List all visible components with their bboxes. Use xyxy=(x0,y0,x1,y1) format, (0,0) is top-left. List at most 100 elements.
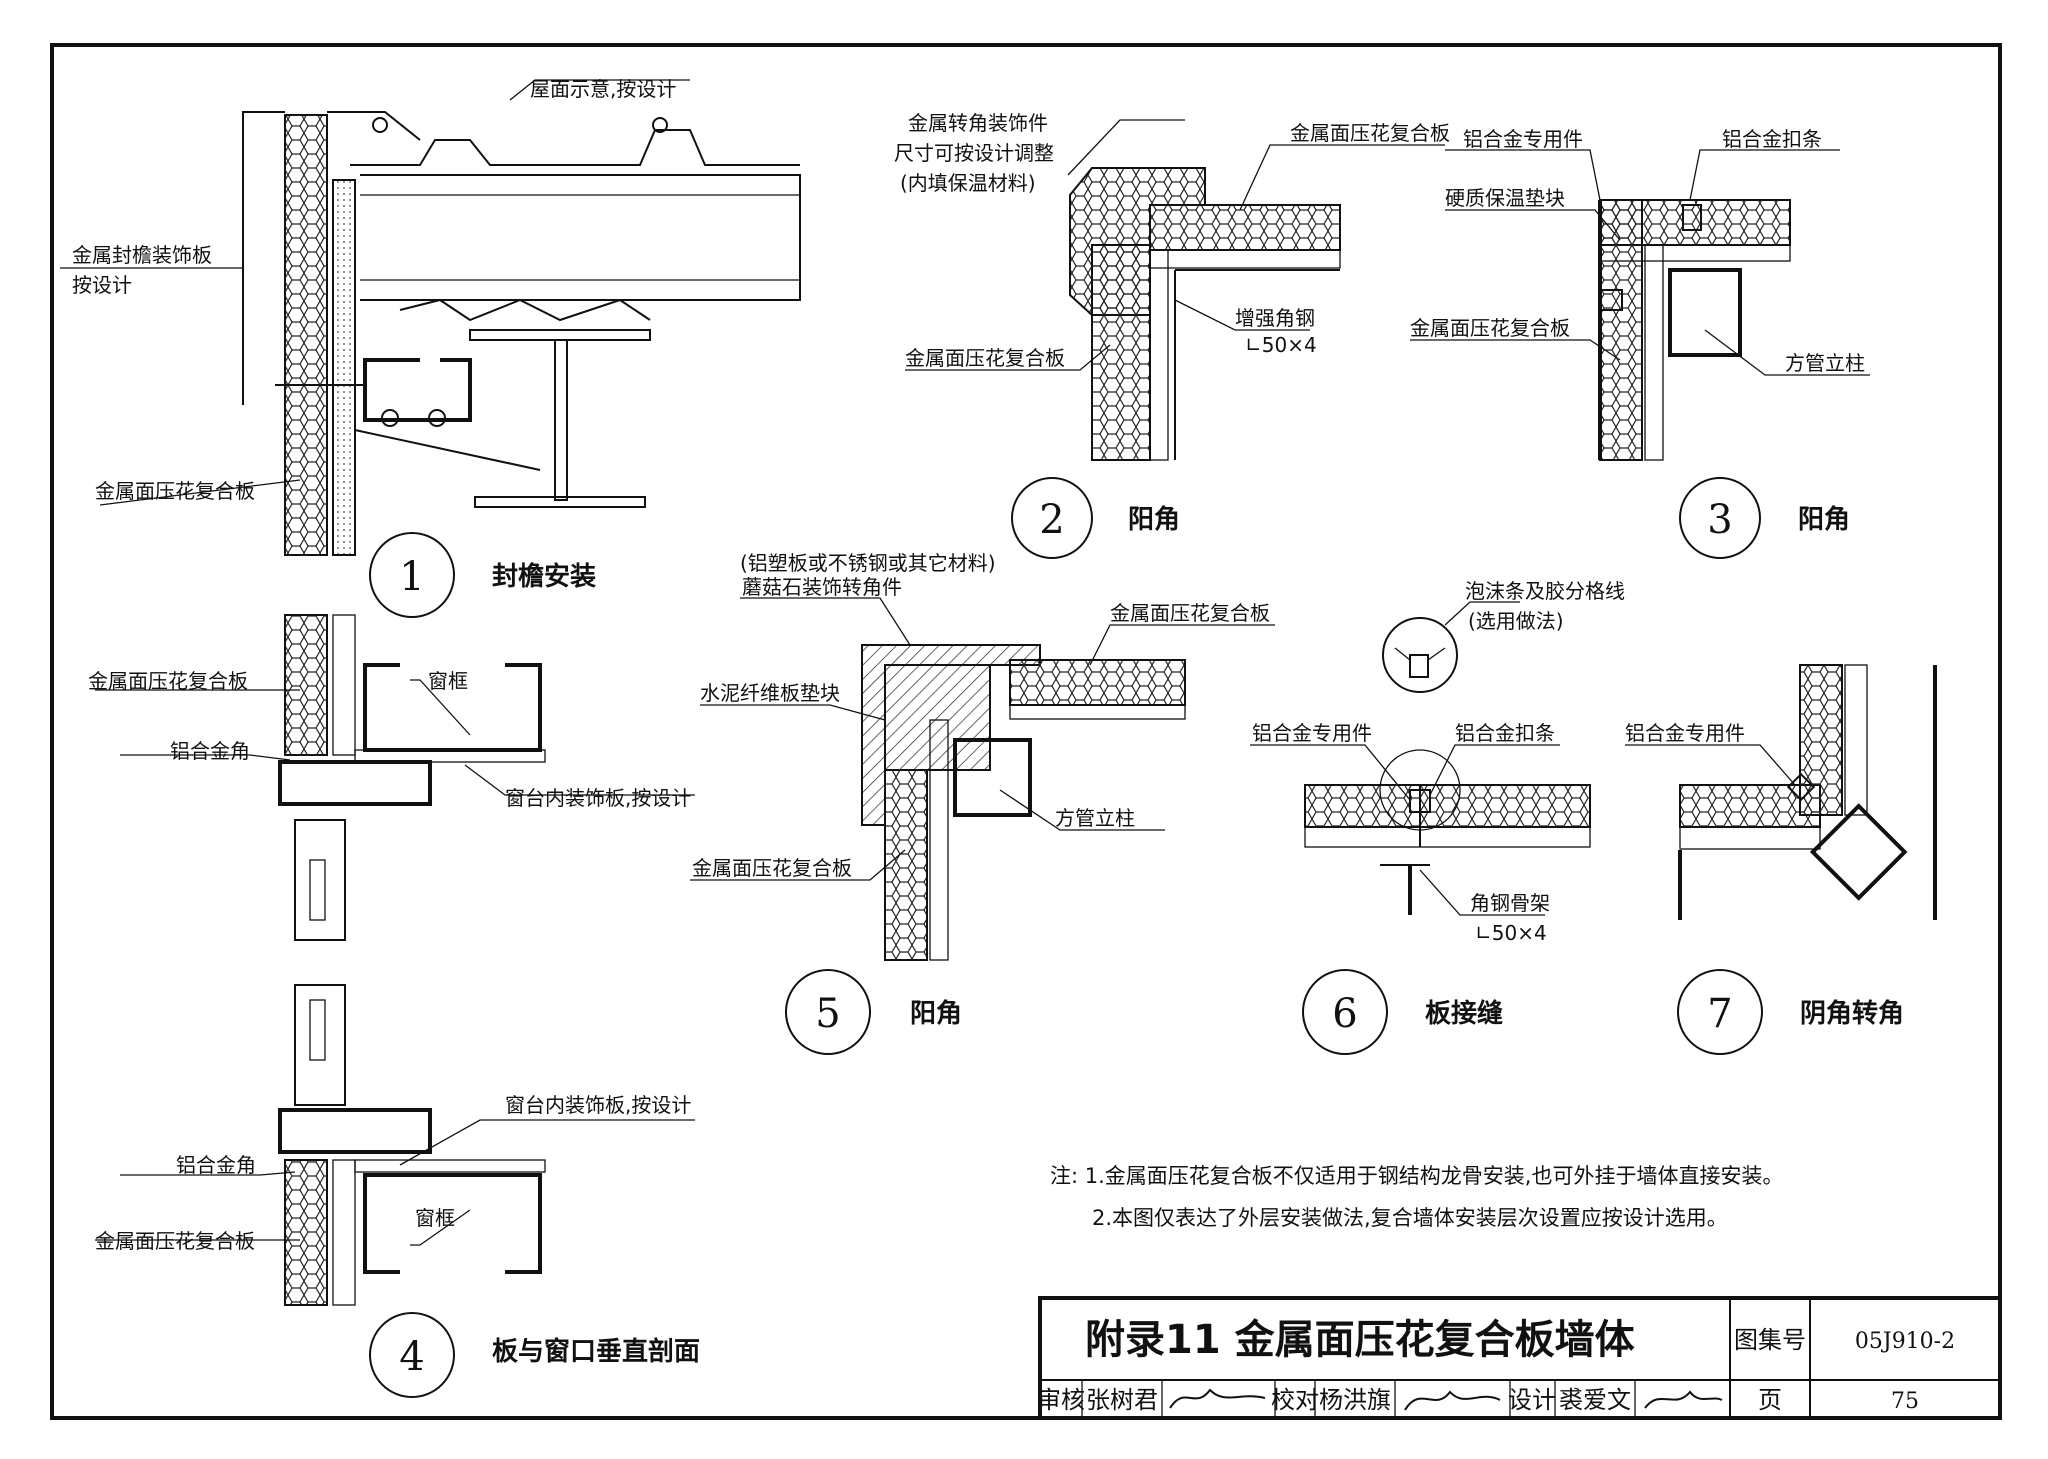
d4u-label-panel: 金属面压花复合板 xyxy=(88,669,248,693)
d1-fascia xyxy=(242,111,285,405)
title-design-label: 设计 xyxy=(1508,1386,1556,1414)
d4-label-frame: 窗框 xyxy=(415,1206,455,1230)
d7-number-circle xyxy=(1677,969,1763,1055)
d3-label-alu-strip: 铝合金扣条 xyxy=(1722,127,1822,151)
d7-square-post xyxy=(1809,803,1908,901)
d7-horizontal-panel xyxy=(1679,784,1821,828)
d2-label-angle: 增强角钢 xyxy=(1235,306,1315,330)
d2-number-circle xyxy=(1011,477,1093,559)
d5-label-material: (铝塑板或不锈钢或其它材料) xyxy=(740,551,996,575)
d5-number: 5 xyxy=(815,991,840,1037)
detail-4-lower: 窗台内装饰板,按设计 铝合金角 金属面压花复合板 窗框 4 板与窗口垂直剖面 xyxy=(95,984,700,1398)
d1-inner-panel xyxy=(332,179,356,556)
d1-label-roof: 屋面示意,按设计 xyxy=(530,77,676,101)
reviewer-signature xyxy=(1169,1388,1266,1409)
title-atlas-label: 图集号 xyxy=(1734,1326,1806,1354)
d4-caption: 板与窗口垂直剖面 xyxy=(492,1336,700,1367)
title-main: 附录11 金属面压花复合板墙体 xyxy=(1085,1317,1635,1363)
d7-vertical-panel xyxy=(1799,664,1843,816)
d6-panels xyxy=(1304,784,1591,828)
d1-column xyxy=(554,339,568,501)
d1-label-fascia-2: 按设计 xyxy=(72,273,132,297)
d2-label-corner-2: 尺寸可按设计调整 xyxy=(894,141,1054,165)
d5-top-panel xyxy=(1009,659,1186,706)
d3-number-circle xyxy=(1679,477,1761,559)
detail-5: (铝塑板或不锈钢或其它材料) 蘑菇石装饰转角件 金属面压花复合板 水泥纤维板垫块… xyxy=(690,551,1275,1055)
d6-label-alu-strip: 铝合金扣条 xyxy=(1455,721,1555,745)
d6-label-foam-2: (选用做法) xyxy=(1468,609,1564,633)
d2-label-corner-1: 金属转角装饰件 xyxy=(908,111,1048,135)
d4-label-panel: 金属面压花复合板 xyxy=(95,1229,255,1253)
d2-number: 2 xyxy=(1039,497,1064,543)
title-reviewer: 张树君 xyxy=(1086,1386,1158,1414)
d5-label-panel-left: 金属面压花复合板 xyxy=(692,856,852,880)
detail-4-upper: 金属面压花复合板 窗框 铝合金角 窗台内装饰板,按设计 xyxy=(88,614,695,941)
d1-number: 1 xyxy=(399,554,424,600)
d4-number: 4 xyxy=(399,1334,424,1380)
d2-label-corner-3: (内填保温材料) xyxy=(900,171,1036,195)
d3-caption: 阳角 xyxy=(1798,504,1850,535)
d6-caption: 板接缝 xyxy=(1425,998,1503,1029)
title-atlas-no: 05J910-2 xyxy=(1855,1329,1955,1354)
title-page-no: 75 xyxy=(1891,1389,1919,1414)
d1-purlin xyxy=(363,358,472,422)
d3-left-panel xyxy=(1599,199,1643,461)
d1-roof-deck xyxy=(350,129,800,166)
d2-caption: 阳角 xyxy=(1128,504,1180,535)
d1-beam xyxy=(360,174,801,301)
d5-label-post: 方管立柱 xyxy=(1055,806,1135,830)
d5-label-mushroom: 蘑菇石装饰转角件 xyxy=(742,575,902,599)
d6-label-alu-part: 铝合金专用件 xyxy=(1252,721,1372,745)
title-check-label: 校对 xyxy=(1271,1386,1319,1414)
d4-label-sill: 窗台内装饰板,按设计 xyxy=(505,1093,691,1117)
detail-7: 铝合金专用件 7 阴角转角 xyxy=(1625,664,1937,1055)
checker-signature xyxy=(1404,1390,1501,1411)
d4l-window-frame xyxy=(363,1173,542,1274)
d5-caption: 阳角 xyxy=(910,998,962,1029)
detail-3: 铝合金专用件 铝合金扣条 硬质保温垫块 金属面压花复合板 方管立柱 3 阳角 xyxy=(1410,127,1870,559)
d3-label-pad: 硬质保温垫块 xyxy=(1445,186,1565,210)
d5-label-cement: 水泥纤维板垫块 xyxy=(700,681,840,705)
d4-label-alu-angle: 铝合金角 xyxy=(176,1153,256,1177)
d5-label-panel-top: 金属面压花复合板 xyxy=(1110,601,1270,625)
d7-number: 7 xyxy=(1707,991,1732,1037)
d7-label-alu-part: 铝合金专用件 xyxy=(1625,721,1745,745)
d6-label-foam-1: 泡沫条及胶分格线 xyxy=(1465,579,1625,603)
detail-6: 泡沫条及胶分格线 (选用做法) 铝合金专用件 铝合金扣条 角钢骨架 ∟50×4 … xyxy=(1250,579,1625,1055)
d5-number-circle xyxy=(785,969,871,1055)
sheet-border xyxy=(50,43,2002,1420)
d2-label-panel-left: 金属面压花复合板 xyxy=(905,346,1065,370)
d7-caption: 阴角转角 xyxy=(1800,998,1904,1029)
d5-square-post xyxy=(953,738,1032,817)
d2-label-angle-size: ∟50×4 xyxy=(1245,333,1317,357)
title-review-label: 审核 xyxy=(1037,1386,1085,1414)
d6-magnifier xyxy=(1382,617,1458,693)
title-page-label: 页 xyxy=(1758,1386,1782,1414)
d2-label-panel-top: 金属面压花复合板 xyxy=(1290,121,1450,145)
d5-cement-block xyxy=(884,664,991,771)
d6-number: 6 xyxy=(1332,991,1357,1037)
detail-2: 金属转角装饰件 尺寸可按设计调整 (内填保温材料) 金属面压花复合板 增强角钢 … xyxy=(894,111,1450,559)
d4u-label-frame: 窗框 xyxy=(428,669,468,693)
d1-caption: 封檐安装 xyxy=(492,561,596,592)
d1-label-fascia-1: 金属封檐装饰板 xyxy=(72,243,212,267)
d1-number-circle xyxy=(369,532,455,618)
d3-label-post: 方管立柱 xyxy=(1785,351,1865,375)
d5-left-panel xyxy=(884,769,928,961)
note-1: 注: 1.金属面压花复合板不仅适用于钢结构龙骨安装,也可外挂于墙体直接安装。 xyxy=(1050,1164,1783,1188)
designer-signature xyxy=(1644,1390,1723,1409)
title-block: 附录11 金属面压花复合板墙体 图集号 05J910-2 审核 张树君 校对 杨… xyxy=(1037,1296,2002,1420)
d3-square-post xyxy=(1668,268,1742,357)
d3-label-alu-part: 铝合金专用件 xyxy=(1463,127,1583,151)
d4-number-circle xyxy=(369,1312,455,1398)
d4u-label-sill: 窗台内装饰板,按设计 xyxy=(505,786,691,810)
d4u-label-alu-angle: 铝合金角 xyxy=(170,739,250,763)
d2-top-panel xyxy=(1149,204,1341,251)
d6-label-frame-size: ∟50×4 xyxy=(1475,921,1547,945)
d1-panel-core xyxy=(284,114,328,556)
note-2: 2.本图仅表达了外层安装做法,复合墙体安装层次设置应按设计选用。 xyxy=(1092,1206,1728,1230)
d3-number: 3 xyxy=(1707,497,1732,543)
d1-label-panel: 金属面压花复合板 xyxy=(95,479,255,503)
title-designer: 裘爱文 xyxy=(1559,1386,1631,1414)
